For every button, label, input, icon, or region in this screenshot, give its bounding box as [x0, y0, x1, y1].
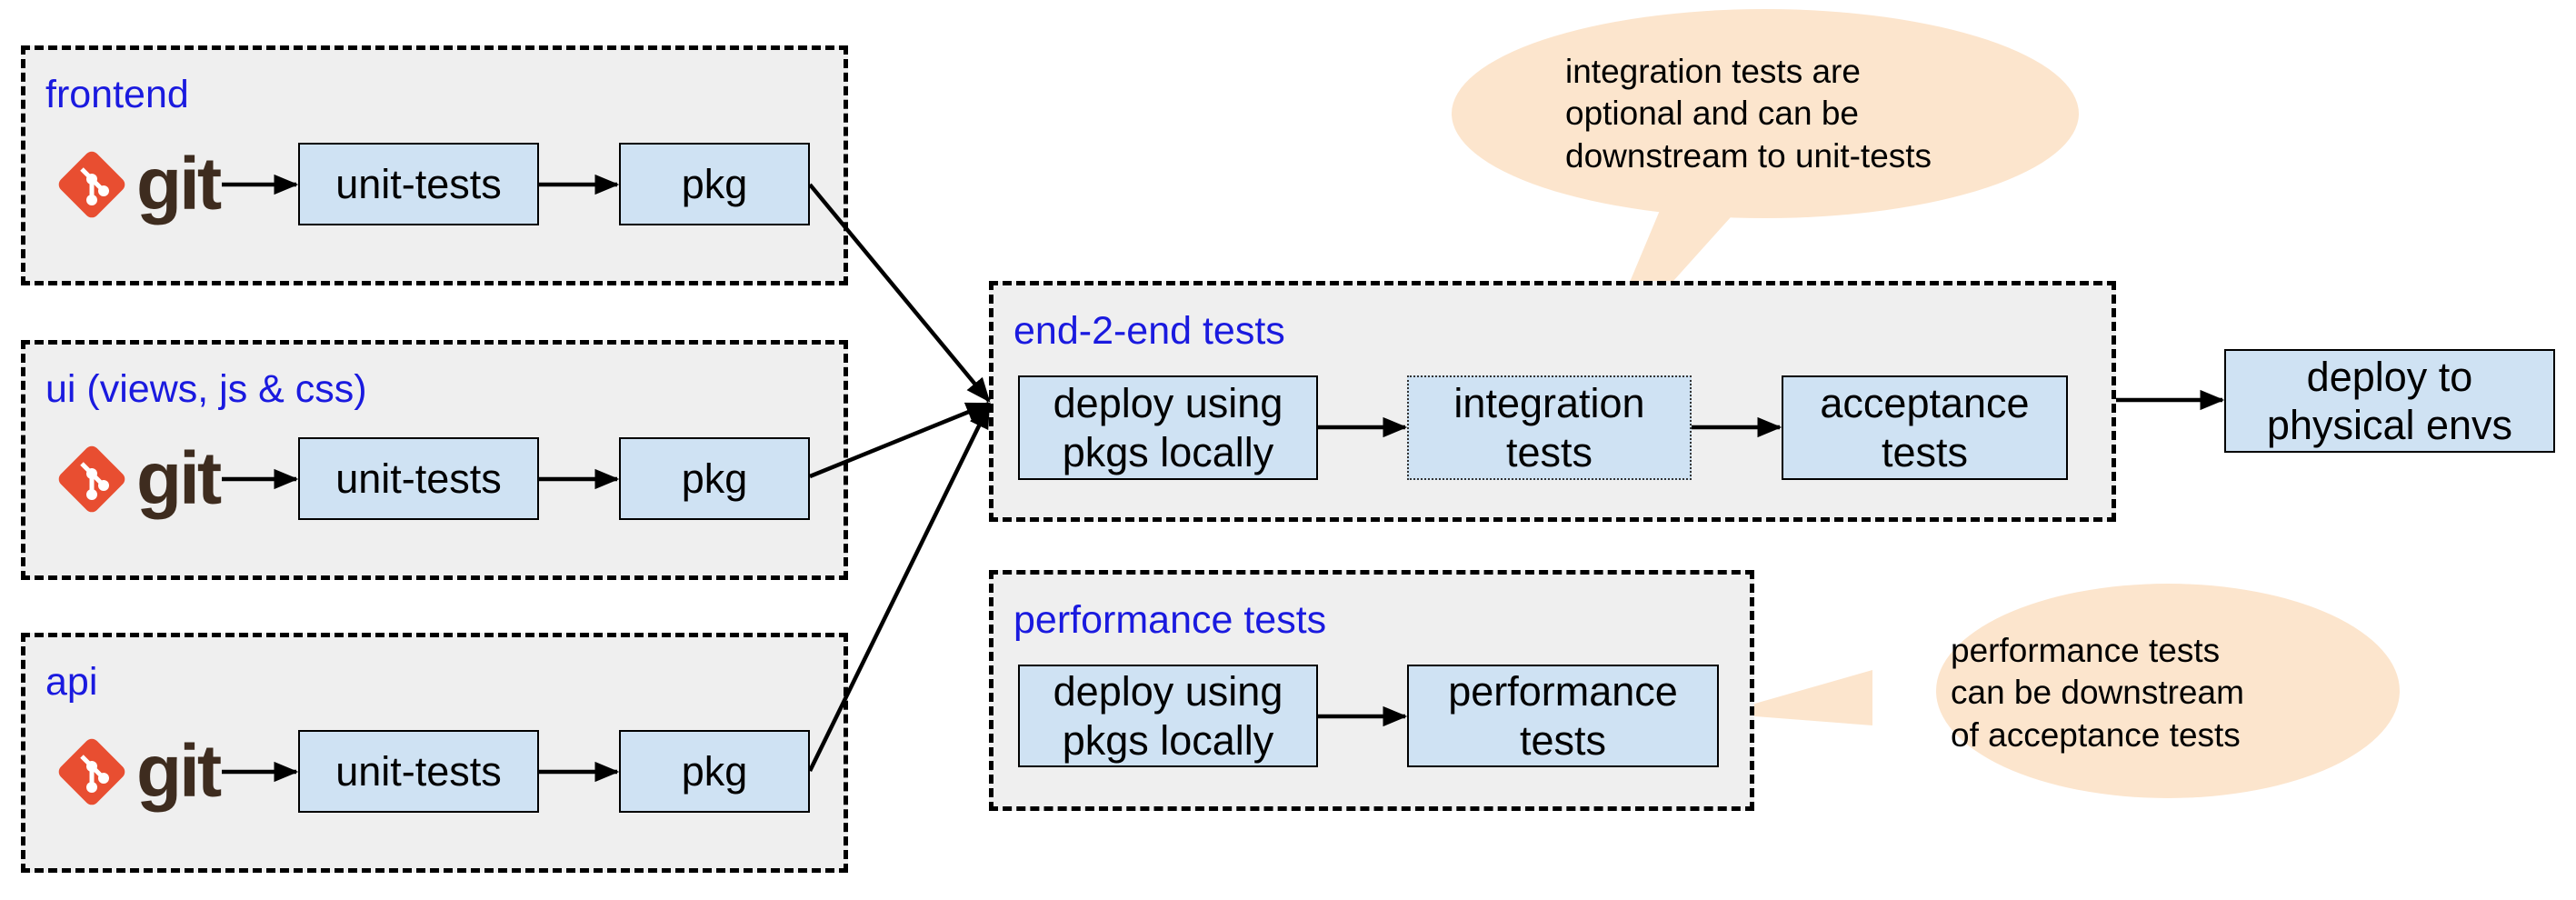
- git-logo: git: [55, 437, 222, 520]
- e2e-acceptance-box: acceptance tests: [1782, 375, 2068, 480]
- api-pkg-box: pkg: [619, 730, 810, 813]
- group-label-ui: ui (views, js & css): [45, 367, 367, 411]
- git-icon: [58, 738, 125, 805]
- git-logo: git: [55, 143, 222, 225]
- frontend-pkg-box: pkg: [619, 143, 810, 225]
- git-logo: git: [55, 730, 222, 813]
- group-label-api: api: [45, 660, 98, 704]
- frontend-unit-tests-box: unit-tests: [298, 143, 539, 225]
- integration-note: integration tests are optional and can b…: [1565, 53, 1932, 175]
- api-unit-tests-box: unit-tests: [298, 730, 539, 813]
- deploy-physical-box: deploy to physical envs: [2224, 349, 2555, 453]
- e2e-deploy-box: deploy using pkgs locally: [1018, 375, 1318, 480]
- group-label-frontend: frontend: [45, 73, 189, 116]
- perf-tests-box: performance tests: [1407, 665, 1719, 767]
- git-icon: [58, 445, 125, 513]
- performance-note: performance tests can be downstream of a…: [1951, 632, 2244, 754]
- git-logo-text: git: [136, 730, 222, 813]
- group-label-perf: performance tests: [1013, 598, 1327, 642]
- performance-callout-bubble: [1720, 584, 2400, 798]
- ui-pkg-box: pkg: [619, 437, 810, 520]
- git-logo-text: git: [136, 143, 222, 225]
- e2e-integration-box: integration tests: [1407, 375, 1692, 480]
- git-icon: [58, 151, 125, 218]
- group-label-e2e: end-2-end tests: [1013, 309, 1285, 353]
- perf-deploy-box: deploy using pkgs locally: [1018, 665, 1318, 767]
- git-logo-text: git: [136, 437, 222, 520]
- ui-unit-tests-box: unit-tests: [298, 437, 539, 520]
